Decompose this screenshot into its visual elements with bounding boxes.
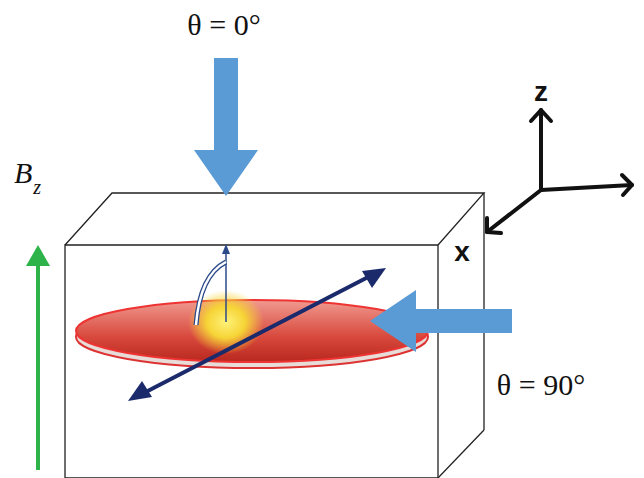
angle-arc-inner	[196, 262, 226, 325]
normal-vector	[225, 250, 227, 322]
field-subscript: z	[33, 177, 41, 197]
field-arrow	[36, 262, 40, 470]
field-label: B	[14, 158, 32, 188]
field-head	[26, 245, 50, 266]
axis-label: z	[534, 78, 548, 106]
polarization-arrow	[128, 268, 386, 401]
axis-label: x	[454, 238, 470, 266]
beam-arrow	[194, 58, 258, 196]
cube	[65, 193, 484, 478]
beam-arrow	[370, 290, 512, 352]
angle-arc	[196, 262, 226, 325]
angle-label: θ = 90°	[497, 370, 585, 400]
axes	[487, 110, 632, 233]
angle-label: θ = 0°	[187, 10, 260, 40]
normal-head	[222, 244, 230, 254]
